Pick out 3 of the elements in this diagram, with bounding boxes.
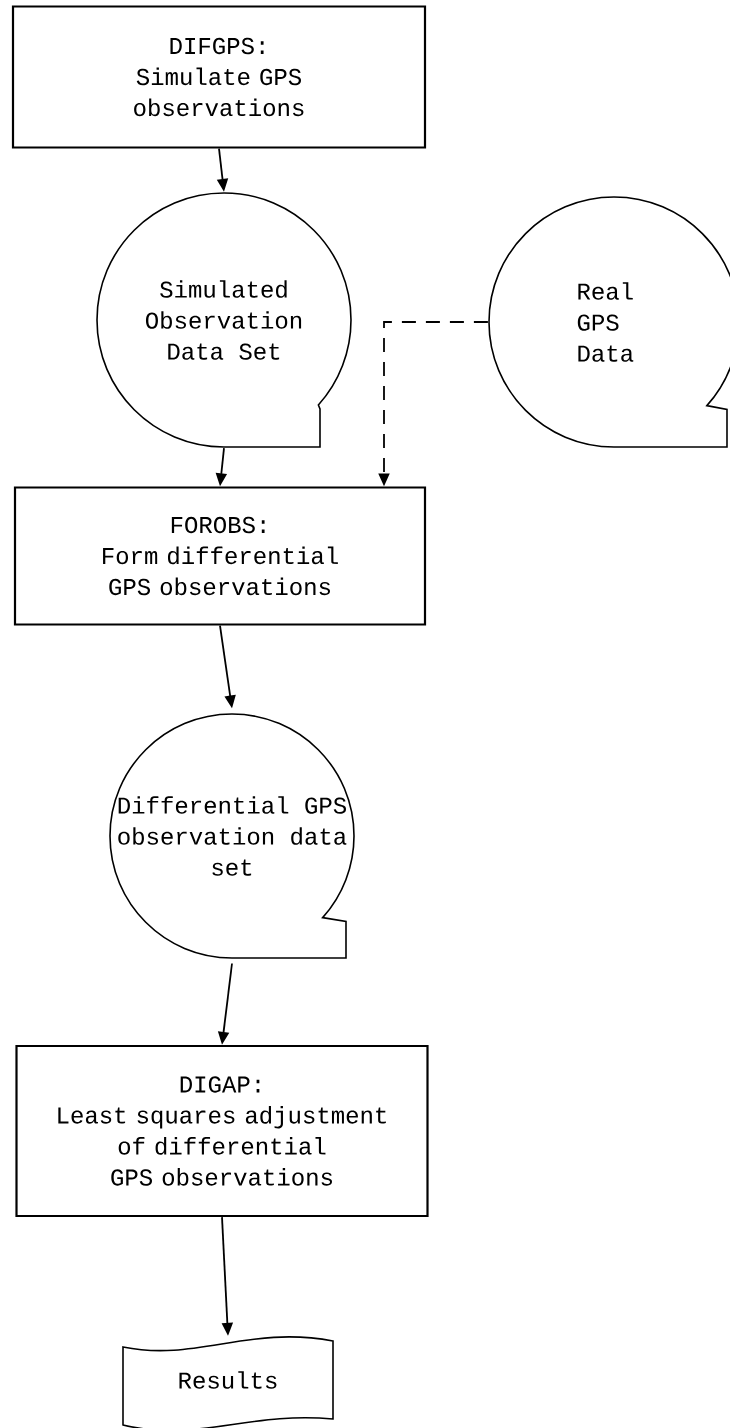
process-box: DIFGPS: Simulate GPS observations (11, 5, 427, 149)
process-box: DIGAP: Least squares adjustment of differential GPS observations (15, 1044, 429, 1218)
process-box: FOROBS: Form differential GPS observations (13, 486, 427, 626)
